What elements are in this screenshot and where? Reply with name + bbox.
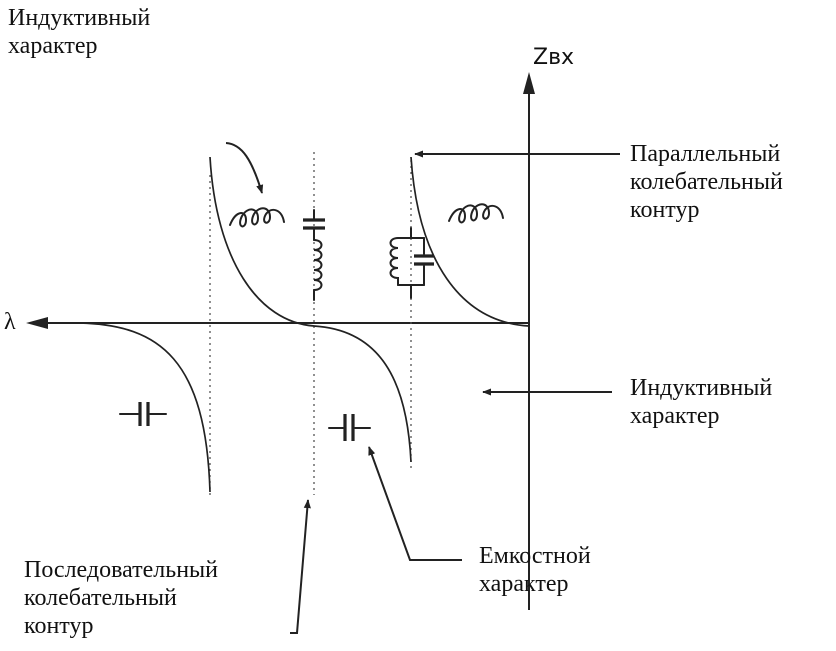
label-parallel-circuit-line2: колебательный	[630, 169, 783, 195]
arrow-inductive-top	[225, 142, 264, 194]
arrow-series-circuit	[290, 499, 311, 634]
capacitor-symbol-middle	[328, 414, 371, 441]
label-parallel-circuit-line1: Параллельный	[630, 141, 781, 167]
curve-lower-capacitive	[313, 325, 412, 463]
label-capacitive-line1: Емкостной	[479, 543, 591, 569]
curve-parallel-inductive	[410, 156, 530, 327]
label-parallel-circuit-line3: контур	[630, 197, 700, 223]
label-inductive-right-line1: Индуктивный	[630, 375, 773, 401]
label-capacitive: Емкостной характер	[479, 542, 591, 598]
y-axis-label: Zвх	[533, 45, 575, 70]
arrow-capacitive	[368, 446, 462, 561]
label-capacitive-line2: характер	[479, 571, 569, 597]
curve-upper-inductive	[209, 156, 315, 327]
capacitor-symbol-left	[119, 402, 167, 426]
curve-left-capacitive	[79, 322, 211, 493]
label-series-circuit-line1: Последовательный	[24, 557, 219, 583]
inductor-symbol-right	[448, 203, 504, 224]
label-inductive-right: Индуктивный характер	[630, 374, 772, 430]
label-inductive-top: Индуктивный характер	[8, 4, 150, 60]
label-series-circuit-line3: контур	[24, 613, 94, 639]
x-axis-arrowhead	[26, 317, 48, 329]
parallel-lc-symbol	[389, 227, 434, 299]
label-series-circuit-line2: колебательный	[24, 585, 177, 611]
y-axis-arrowhead	[523, 72, 535, 94]
label-inductive-top-line2: характер	[8, 33, 98, 59]
label-inductive-top-line1: Индуктивный	[8, 5, 151, 31]
series-lc-symbol	[303, 209, 325, 301]
inductor-symbol-left	[229, 207, 285, 228]
label-inductive-right-line2: характер	[630, 403, 720, 429]
label-series-circuit: Последовательный колебательный контур	[24, 556, 218, 640]
x-axis-label: λ	[4, 309, 16, 335]
label-parallel-circuit: Параллельный колебательный контур	[630, 140, 783, 224]
